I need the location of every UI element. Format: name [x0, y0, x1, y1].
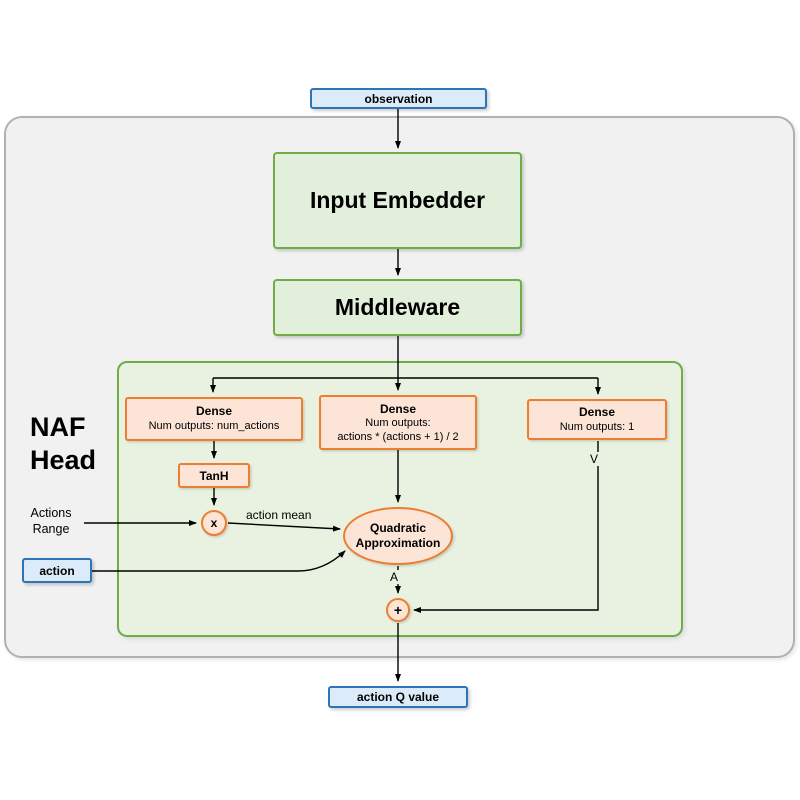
multiply-label: x	[210, 516, 218, 530]
node-action: action	[22, 558, 92, 583]
node-middleware: Middleware	[273, 279, 522, 336]
node-quadratic-approximation: Quadratic Approximation	[343, 507, 453, 565]
action-mean-label: action mean	[246, 508, 312, 522]
actions-range-line1: Actions	[30, 506, 72, 520]
tanh-label: TanH	[199, 468, 229, 483]
sum-label: +	[393, 602, 403, 618]
quadratic-label-line2: Approximation	[355, 536, 441, 550]
state-value-label: V	[587, 452, 602, 466]
observation-label: observation	[364, 91, 433, 106]
actions-range-label: Actions Range	[14, 505, 88, 537]
dense-quadratic-title: Dense	[379, 401, 417, 416]
naf-head-title-line1: NAF	[30, 412, 86, 442]
naf-head-title: NAF Head	[30, 411, 96, 477]
actions-range-line2: Range	[32, 522, 70, 536]
node-dense-actions: Dense Num outputs: num_actions	[125, 397, 303, 441]
node-dense-value: Dense Num outputs: 1	[527, 399, 667, 440]
advantage-label: A	[388, 570, 401, 584]
dense-quadratic-subtitle2: actions * (actions + 1) / 2	[337, 430, 459, 443]
quadratic-label-line1: Quadratic	[369, 521, 426, 535]
sum-node: +	[386, 598, 410, 622]
node-observation: observation	[310, 88, 487, 109]
dense-value-title: Dense	[578, 404, 616, 419]
action-label: action	[39, 563, 75, 578]
dense-actions-title: Dense	[195, 404, 233, 418]
node-action-q-value: action Q value	[328, 686, 468, 708]
node-input-embedder: Input Embedder	[273, 152, 522, 249]
naf-head-title-line2: Head	[30, 445, 97, 475]
action-q-value-label: action Q value	[356, 690, 440, 704]
dense-quadratic-subtitle1: Num outputs:	[365, 416, 431, 429]
middleware-label: Middleware	[334, 294, 461, 320]
node-dense-quadratic: Dense Num outputs: actions * (actions + …	[319, 395, 477, 450]
dense-actions-subtitle: Num outputs: num_actions	[148, 420, 280, 432]
multiply-node: x	[201, 510, 227, 536]
node-tanh: TanH	[178, 463, 250, 488]
input-embedder-label: Input Embedder	[309, 187, 486, 213]
dense-value-subtitle: Num outputs: 1	[559, 420, 635, 433]
